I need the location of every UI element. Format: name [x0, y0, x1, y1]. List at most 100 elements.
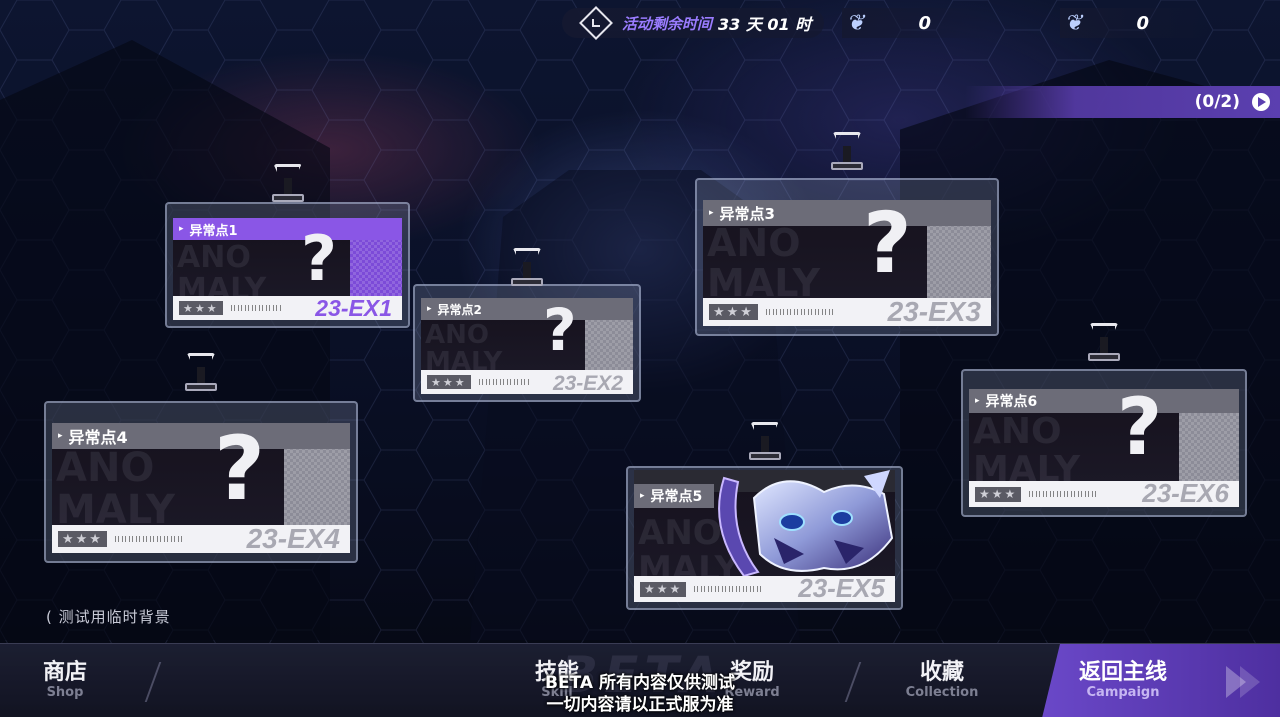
- beta-disclaimer: BETA 所有内容仅供测试 一切内容请以正式服为准: [500, 672, 780, 716]
- stage-code: 23-EX6: [1142, 478, 1229, 507]
- currency-value-1: 0: [918, 12, 931, 34]
- clock-diamond-icon: [579, 6, 613, 40]
- card-footer: ★★★: [703, 298, 991, 326]
- barcode-decoration: [765, 309, 836, 315]
- nav-separator: [144, 662, 162, 702]
- card-title: 异常点1: [189, 223, 238, 239]
- currency-slot-2[interactable]: ❦ 0: [1060, 8, 1210, 38]
- barcode-decoration: [694, 586, 765, 592]
- beta-watermark: BETA: [560, 646, 726, 704]
- nav-collection-sub: Collection: [905, 685, 979, 701]
- card-footer: ★★★: [421, 370, 633, 394]
- nav-skills-sub: Skill: [541, 685, 573, 701]
- badge-clip-icon: [1088, 323, 1120, 369]
- nav-campaign-sub: Campaign: [1086, 685, 1160, 701]
- nav-reward-label: 奖励: [729, 660, 774, 686]
- timer-label: 活动剩余时间: [622, 14, 713, 33]
- card-header: ▸异常点2: [421, 298, 633, 320]
- currency-value-2: 0: [1136, 12, 1149, 34]
- barcode-decoration: [478, 379, 529, 385]
- chevron-right-icon: [1240, 666, 1260, 698]
- card-header: ▸异常点1: [173, 218, 402, 240]
- chevron-right-icon: [1226, 666, 1246, 698]
- stage-code: 23-EX3: [887, 296, 981, 326]
- star-rating: ★★★: [58, 531, 107, 547]
- card-title: 异常点4: [68, 428, 128, 447]
- card-header: ▸异常点6: [969, 389, 1239, 413]
- card-footer: ★★★: [634, 576, 895, 602]
- nav-reward-sub: Reward: [724, 685, 780, 701]
- card-footer: ★★★: [173, 296, 402, 320]
- nav-shop-label: 商店: [42, 660, 87, 686]
- stage-code: 23-EX2: [552, 372, 623, 394]
- question-mark-icon: ?: [543, 298, 577, 364]
- nav-separator: [844, 662, 862, 702]
- nav-campaign[interactable]: 返回主线 Campaign: [1042, 644, 1280, 717]
- star-rating: ★★★: [179, 301, 223, 315]
- temporary-background-note: ( 测试用临时背景: [46, 608, 171, 626]
- badge-clip-icon: [748, 422, 781, 468]
- barcode-decoration: [230, 305, 281, 311]
- star-rating: ★★★: [427, 375, 471, 389]
- nav-skills[interactable]: 技能 Skill: [512, 644, 602, 717]
- disclaimer-line-1: BETA 所有内容仅供测试: [545, 673, 735, 693]
- star-rating: ★★★: [640, 581, 687, 597]
- nav-skills-label: 技能: [534, 660, 579, 686]
- butterfly-wing-icon: ❦: [1063, 10, 1087, 36]
- stage-code: 23-EX1: [315, 295, 392, 320]
- timer-value: 33 天 01 时: [718, 15, 812, 34]
- barcode-decoration: [114, 536, 185, 542]
- card-title: 异常点5: [650, 489, 703, 505]
- stage-code: 23-EX4: [246, 523, 340, 553]
- building-silhouette-right: [900, 60, 1280, 640]
- play-circle-icon[interactable]: [1252, 93, 1270, 111]
- nav-collection[interactable]: 收藏 Collection: [892, 644, 992, 717]
- nav-collection-label: 收藏: [919, 660, 964, 686]
- badge-clip-icon: [271, 164, 304, 210]
- star-rating: ★★★: [975, 486, 1022, 502]
- progress-banner[interactable]: (0/2): [965, 86, 1280, 118]
- badge-clip-icon: [511, 248, 543, 294]
- progress-text: (0/2): [1194, 92, 1240, 112]
- star-rating: ★★★: [709, 304, 758, 320]
- stage-code: 23-EX5: [798, 573, 885, 602]
- nav-shop-sub: Shop: [46, 685, 84, 701]
- card-title: 异常点6: [985, 394, 1038, 410]
- card-footer: ★★★: [969, 481, 1239, 507]
- nav-shop[interactable]: 商店 Shop: [20, 644, 110, 717]
- question-mark-icon: ?: [1117, 389, 1163, 473]
- card-title: 异常点2: [437, 302, 482, 317]
- event-timer: 活动剩余时间 33 天 01 时: [562, 6, 824, 40]
- card-title: 异常点3: [719, 204, 775, 223]
- question-mark-icon: ?: [301, 222, 337, 295]
- nav-campaign-text: 返回主线 Campaign: [1058, 644, 1188, 717]
- question-mark-icon: ?: [863, 200, 912, 292]
- currency-slot-1[interactable]: ❦ 0: [842, 8, 992, 38]
- badge-clip-icon: [831, 132, 863, 178]
- nav-reward[interactable]: 奖励 Reward: [702, 644, 802, 717]
- butterfly-wing-icon: ❦: [845, 10, 869, 36]
- nav-campaign-label: 返回主线: [1078, 660, 1167, 686]
